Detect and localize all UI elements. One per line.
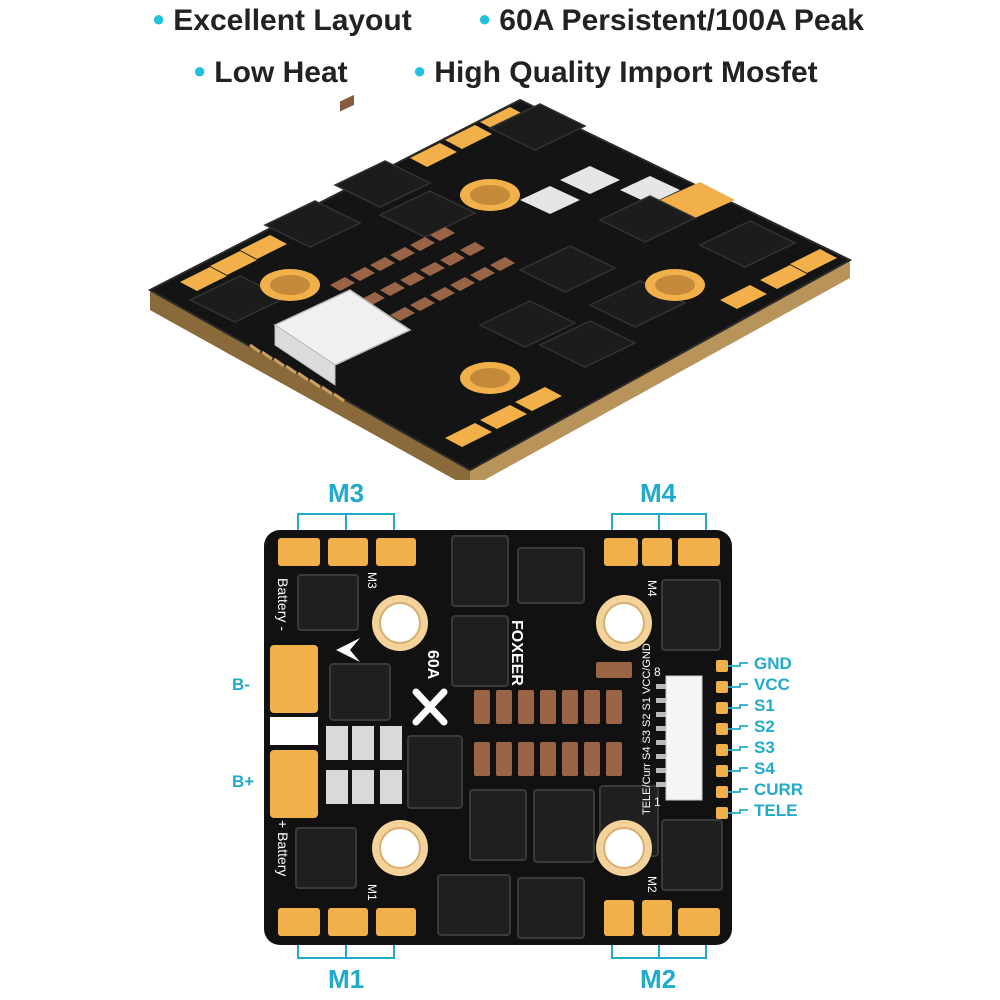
board-isometric-illustration: [147, 94, 853, 480]
mosfet: [451, 535, 509, 607]
battery-plus-pad: [270, 750, 318, 818]
smd-block: [326, 770, 348, 804]
silk-m1: M1: [365, 884, 379, 901]
bullet-dot: ●: [478, 6, 492, 31]
board-top-view-diagram: Battery - + Battery 60A FOXEER TELE/Curr…: [264, 513, 748, 959]
feature-current-rating: ●60A Persistent/100A Peak: [478, 4, 864, 37]
smd-block: [380, 770, 402, 804]
m2-pad-2: [642, 900, 672, 936]
mosfet: [329, 663, 391, 721]
smd-block: [326, 726, 348, 760]
label-b-plus: B+: [232, 772, 255, 791]
mosfet: [437, 874, 511, 936]
m2-pad-1: [604, 900, 634, 936]
label-m2: M2: [640, 964, 677, 994]
signal-pad: [716, 723, 728, 735]
capacitor: [496, 742, 512, 776]
signal-pad: [716, 702, 728, 714]
capacitor: [496, 690, 512, 724]
m1-pad-2: [328, 908, 368, 936]
signal-connector: [665, 675, 703, 801]
bullet-dot: ●: [193, 58, 207, 83]
silk-brand: FOXEER: [508, 620, 525, 686]
mosfet: [661, 819, 723, 891]
silk-rating: 60A: [424, 650, 441, 680]
m3-pad-2: [328, 538, 368, 566]
mosfet: [297, 574, 359, 631]
signal-pad: [716, 807, 728, 819]
pinout-labels: GND VCC S1 S2 S3 S4 CURR TELE: [754, 653, 803, 821]
silk-m2: M2: [645, 876, 659, 893]
capacitor: [540, 690, 556, 724]
mosfet: [517, 877, 585, 939]
silk-m3: M3: [365, 572, 379, 589]
label-b-minus: B-: [232, 675, 250, 694]
silk-battery-minus: Battery -: [275, 578, 291, 631]
bullet-dot: ●: [152, 6, 166, 31]
mosfet: [517, 547, 585, 604]
bullet-dot: ●: [413, 58, 427, 83]
signal-pad: [716, 765, 728, 777]
smd-block: [352, 726, 374, 760]
battery-divider: [270, 717, 318, 745]
silk-pin-row: TELE/Curr S4 S3 S2 S1 VCC/GND: [641, 643, 653, 815]
signal-pad: [716, 681, 728, 693]
m4-pad-2: [642, 538, 672, 566]
pin-curr: CURR: [754, 780, 804, 799]
pin-s1: S1: [754, 696, 775, 715]
pin-gnd: GND: [754, 654, 792, 673]
signal-pad: [716, 786, 728, 798]
pin-s4: S4: [754, 759, 775, 778]
smd-block: [380, 726, 402, 760]
foxeer-x-logo-icon: [412, 688, 448, 726]
m1-pad-1: [278, 908, 320, 936]
label-m4: M4: [640, 478, 677, 508]
label-m1: M1: [328, 964, 365, 994]
m3-pad-3: [376, 538, 416, 566]
smd-block: [352, 770, 374, 804]
m3-pad-1: [278, 538, 320, 566]
m1-pad-3: [376, 908, 416, 936]
mosfet: [295, 827, 357, 889]
signal-pad: [716, 660, 728, 672]
mosfet: [533, 789, 595, 863]
battery-minus-pad: [270, 645, 318, 713]
pin-tele: TELE: [754, 801, 798, 820]
silk-pin-1: 1: [654, 795, 661, 809]
capacitor: [606, 690, 622, 724]
silk-m4: M4: [645, 580, 659, 597]
mosfet: [407, 735, 463, 809]
mosfet: [451, 615, 509, 687]
pin-s2: S2: [754, 717, 775, 736]
mosfet: [661, 579, 721, 651]
signal-pad: [716, 744, 728, 756]
feature-low-heat: ●Low Heat: [193, 56, 348, 89]
capacitor: [540, 742, 556, 776]
silk-pin-8: 8: [654, 665, 661, 679]
capacitor: [562, 742, 578, 776]
capacitor: [474, 690, 490, 724]
pin-vcc: VCC: [754, 675, 790, 694]
capacitor: [584, 690, 600, 724]
feature-excellent-layout: ●Excellent Layout: [152, 4, 412, 37]
feature-mosfet: ●High Quality Import Mosfet: [413, 56, 818, 89]
capacitor: [474, 742, 490, 776]
m4-pad-1: [604, 538, 638, 566]
m4-pad-3: [678, 538, 720, 566]
capacitor: [518, 690, 534, 724]
label-m3: M3: [328, 478, 365, 508]
pin-s3: S3: [754, 738, 775, 757]
silk-battery-plus: + Battery: [275, 820, 291, 876]
capacitor: [596, 662, 632, 678]
mosfet: [469, 789, 527, 861]
m2-pad-3: [678, 908, 720, 936]
capacitor: [606, 742, 622, 776]
direction-arrow-icon: [336, 638, 360, 662]
capacitor: [584, 742, 600, 776]
capacitor: [562, 690, 578, 724]
capacitor: [518, 742, 534, 776]
